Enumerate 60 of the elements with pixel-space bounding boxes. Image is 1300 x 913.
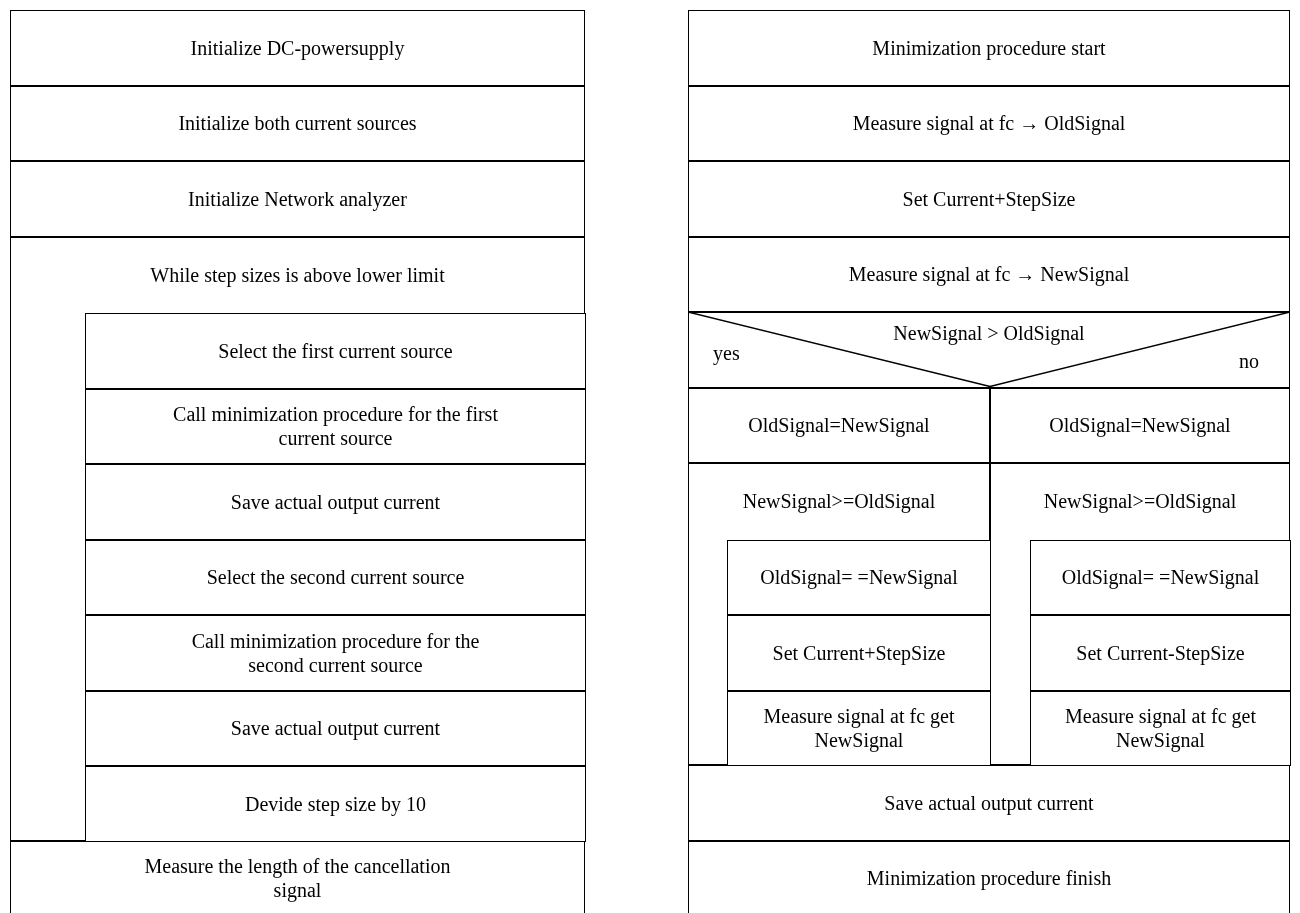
branch-label: yes [713,341,740,365]
step-text: Select the first current source [218,338,453,363]
decision-box [688,312,1290,388]
step-text: OldSignal= =NewSignal [760,565,958,590]
step-text: Call minimization procedure for the first current source [172,402,499,451]
process-box [10,161,585,237]
step-text: Measure signal at fc → OldSignal [852,111,1126,136]
process-box [688,236,1290,312]
process-box [1030,615,1291,691]
process-box [85,313,586,389]
step-text: Initialize Network analyzer [188,186,407,211]
step-text: Save actual output current [230,716,441,741]
process-box [1030,690,1291,766]
process-box [688,161,1290,237]
process-box [10,840,585,913]
process-box [688,10,1290,86]
step-text: Select the second current source [206,565,465,590]
branch-label: no [1239,349,1259,373]
process-box [85,464,586,540]
process-box [85,690,586,766]
step-text: Set Current+StepSize [772,640,946,665]
loop-condition: NewSignal>=OldSignal [742,489,936,513]
process-box [727,539,991,615]
loop-condition: While step sizes is above lower limit [150,262,445,287]
process-box [688,387,990,463]
process-box [85,388,586,464]
process-box [990,387,1290,463]
process-box [85,539,586,615]
loop-block [10,236,585,841]
step-text: Set Current+StepSize [902,186,1076,211]
condition-text: NewSignal > OldSignal [892,321,1086,345]
process-box [10,85,585,161]
step-text: OldSignal=NewSignal [1049,413,1231,438]
step-text: Measure signal at fc → NewSignal [848,262,1130,287]
step-text: Initialize DC-powersupply [190,35,405,60]
step-text: Measure the length of the cancellation signal [143,853,452,902]
process-box [85,766,586,842]
step-text: Minimization procedure start [872,35,1106,60]
process-box [727,690,991,766]
process-box [10,10,585,86]
process-box [727,615,991,691]
process-box [85,615,586,691]
step-text: Minimization procedure finish [866,865,1112,890]
step-text: Save actual output current [230,489,441,514]
step-text: Set Current-StepSize [1076,640,1245,665]
process-box [688,85,1290,161]
step-text: Measure signal at fc get NewSignal [762,704,956,753]
step-text: OldSignal=NewSignal [748,413,930,438]
step-text: Initialize both current sources [178,111,417,136]
step-text: Save actual output current [884,790,1094,815]
step-text: Call minimization procedure for the second current source [190,628,481,677]
loop-block [688,463,990,765]
process-box [688,840,1290,913]
step-text: Measure signal at fc get NewSignal [1063,704,1257,753]
step-text: OldSignal= =NewSignal [1061,565,1260,590]
step-text: Devide step size by 10 [244,791,427,816]
process-box [1030,539,1291,615]
process-box [688,765,1290,841]
loop-block [990,463,1290,765]
loop-condition: NewSignal>=OldSignal [1043,489,1237,513]
